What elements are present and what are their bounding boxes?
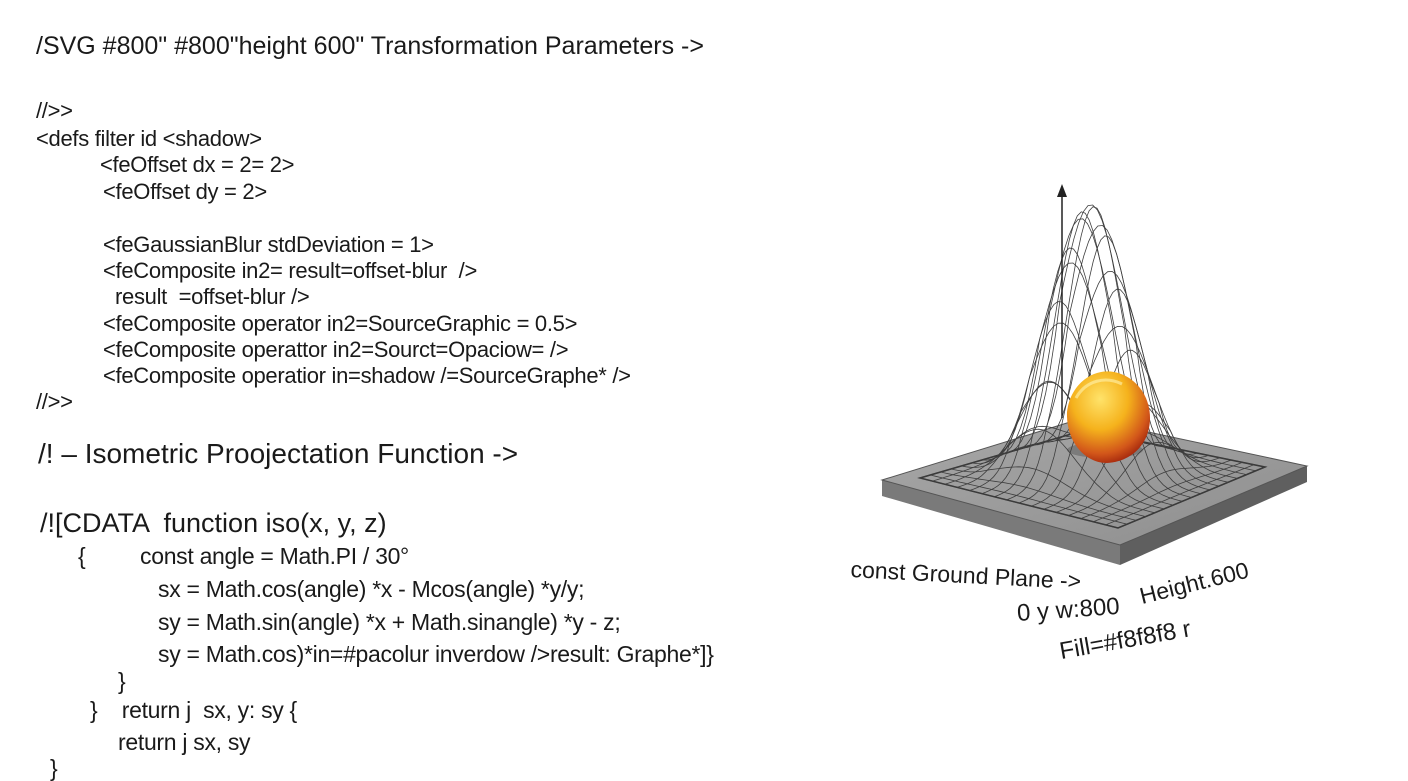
plate-front-side xyxy=(882,480,1120,565)
code-line: <feOffset dy = 2> xyxy=(103,179,267,204)
mesh-line xyxy=(1033,271,1220,487)
code-line: } return j sx, y: sy { xyxy=(90,697,297,723)
code-line: return j sx, sy xyxy=(118,729,251,755)
code-line: const angle = Math.PI / 30° xyxy=(140,543,409,569)
code-line: } xyxy=(118,668,126,694)
code-line: sx = Math.cos(angle) *x - Mcos(angle) *y… xyxy=(158,576,585,602)
code-line: { xyxy=(78,543,86,569)
code-line: <defs filter id <shadow> xyxy=(36,126,262,151)
code-line: sy = Math.cos)*in=#pacolur inverdow />re… xyxy=(158,641,714,667)
code-line: /![CDATA function iso(x, y, z) xyxy=(40,508,387,538)
mesh-line xyxy=(1105,464,1254,526)
up-arrow-axis-icon xyxy=(1057,184,1067,197)
plate-right-side xyxy=(1120,466,1307,565)
code-line: <feComposite operatior in=shadow /=Sourc… xyxy=(103,363,631,388)
code-line: sy = Math.sin(angle) *x + Math.sinangle)… xyxy=(158,609,621,635)
code-line: //>> xyxy=(36,389,73,414)
mesh-line xyxy=(1043,349,1198,510)
mesh-line xyxy=(1012,204,1201,495)
code-line: //>> xyxy=(36,98,73,123)
code-line: <feComposite operator in2=SourceGraphic … xyxy=(103,311,578,336)
code-line: <feGaussianBlur stdDeviation = 1> xyxy=(103,232,434,257)
mesh-line xyxy=(1068,441,1221,516)
code-line: result =offset-blur /> xyxy=(115,284,310,309)
mesh-line xyxy=(1023,225,1210,491)
orange-blob xyxy=(1066,371,1150,463)
code-line: <feComposite in2= result=offset-blur /> xyxy=(103,258,478,283)
svg-params-header: /SVG #800" #800"height 600" Transformati… xyxy=(36,32,704,60)
mesh-line xyxy=(1080,459,1232,519)
code-line: <feComposite operattor in2=Sourct=Opacio… xyxy=(103,337,569,362)
mesh-line xyxy=(1093,462,1243,523)
iso-function-heading: /! – Isometric Proojectation Function -> xyxy=(38,438,519,469)
code-line: <feOffset dx = 2= 2> xyxy=(100,152,295,177)
mesh-line xyxy=(1117,466,1266,529)
mesh-line xyxy=(1031,288,1187,507)
